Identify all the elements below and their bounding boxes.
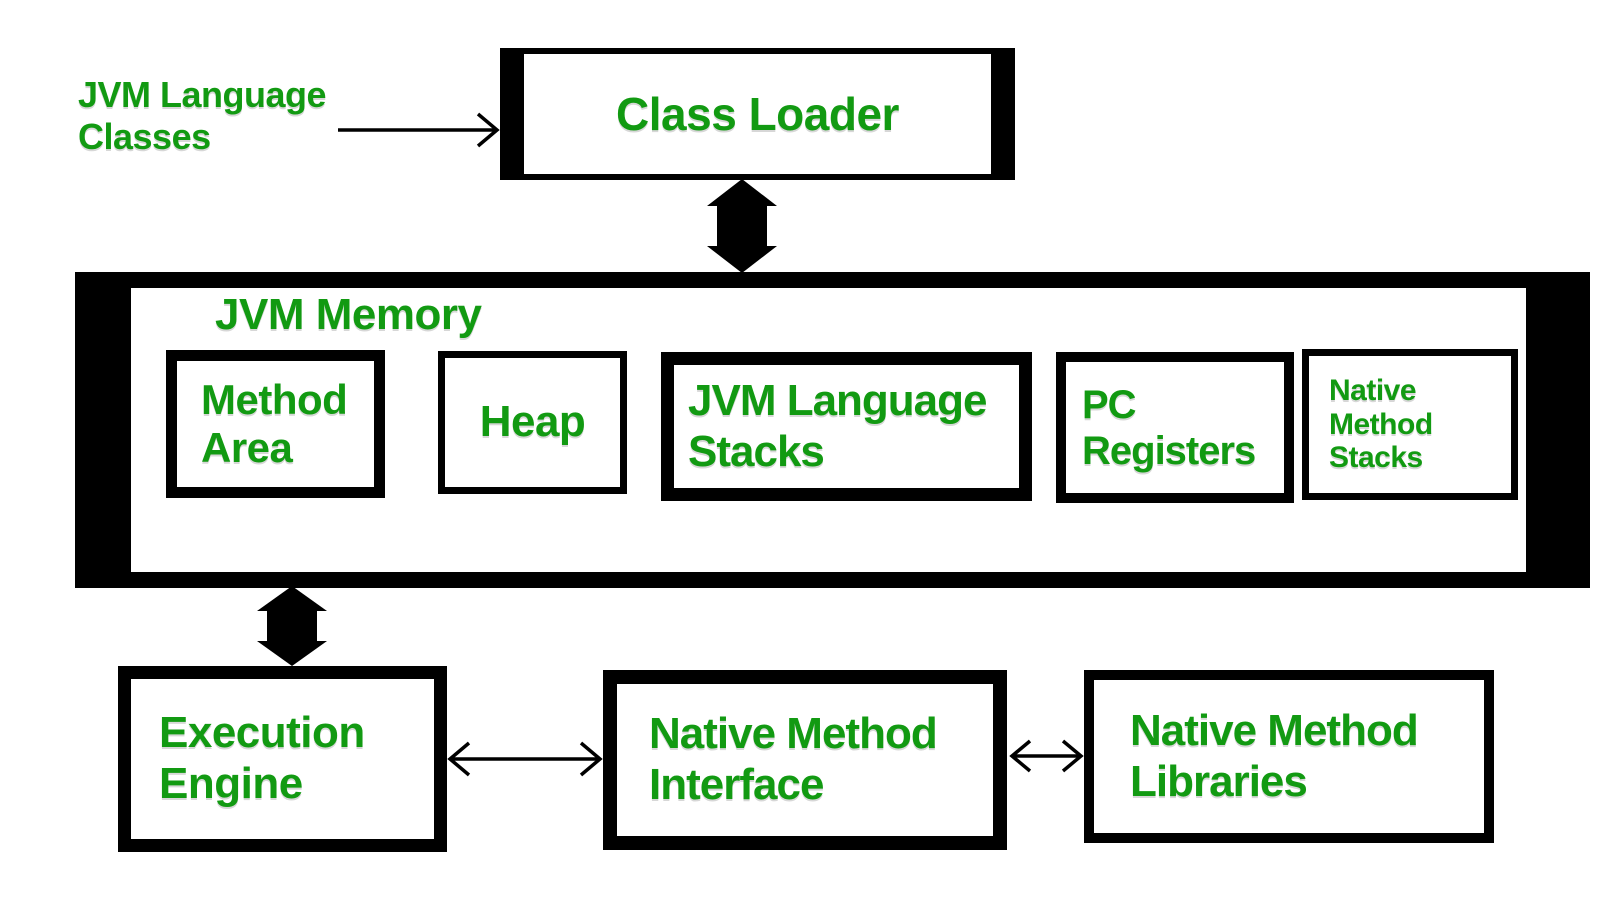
jvm-language-stacks-box: JVM Language Stacks <box>661 352 1032 501</box>
method-area-label: Method Area <box>201 375 348 471</box>
native-method-stacks-box: Native Method Stacks <box>1302 349 1518 500</box>
arrow-executionengine-nativeinterface-icon <box>447 741 603 777</box>
heap-box: Heap <box>438 351 627 494</box>
class-loader-box: Class Loader <box>500 48 1015 180</box>
arrow-nativeinterface-nativelibraries-icon <box>1009 739 1084 773</box>
pc-registers-box: PC Registers <box>1056 352 1294 503</box>
jvm-language-stacks-label: JVM Language Stacks <box>688 375 988 476</box>
native-method-libraries-box: Native Method Libraries <box>1084 670 1494 843</box>
native-method-libraries-label: Native Method Libraries <box>1130 705 1419 806</box>
jvm-memory-box: JVM Memory Method Area Heap JVM Language… <box>75 272 1590 588</box>
heap-label: Heap <box>479 397 586 447</box>
native-method-interface-box: Native Method Interface <box>603 670 1007 850</box>
execution-engine-label: Execution Engine <box>159 708 365 808</box>
method-area-box: Method Area <box>166 350 385 498</box>
class-loader-label: Class Loader <box>616 87 899 140</box>
arrow-memory-executionengine-icon <box>257 586 327 666</box>
jvm-language-classes-label: JVM Language Classes <box>78 74 327 158</box>
native-method-stacks-label: Native Method Stacks <box>1329 373 1433 475</box>
pc-registers-label: PC Registers <box>1082 382 1256 473</box>
native-method-interface-label: Native Method Interface <box>649 709 938 809</box>
execution-engine-box: Execution Engine <box>118 666 447 852</box>
jvm-memory-label: JVM Memory <box>215 290 482 339</box>
arrow-classloader-memory-icon <box>707 179 777 273</box>
